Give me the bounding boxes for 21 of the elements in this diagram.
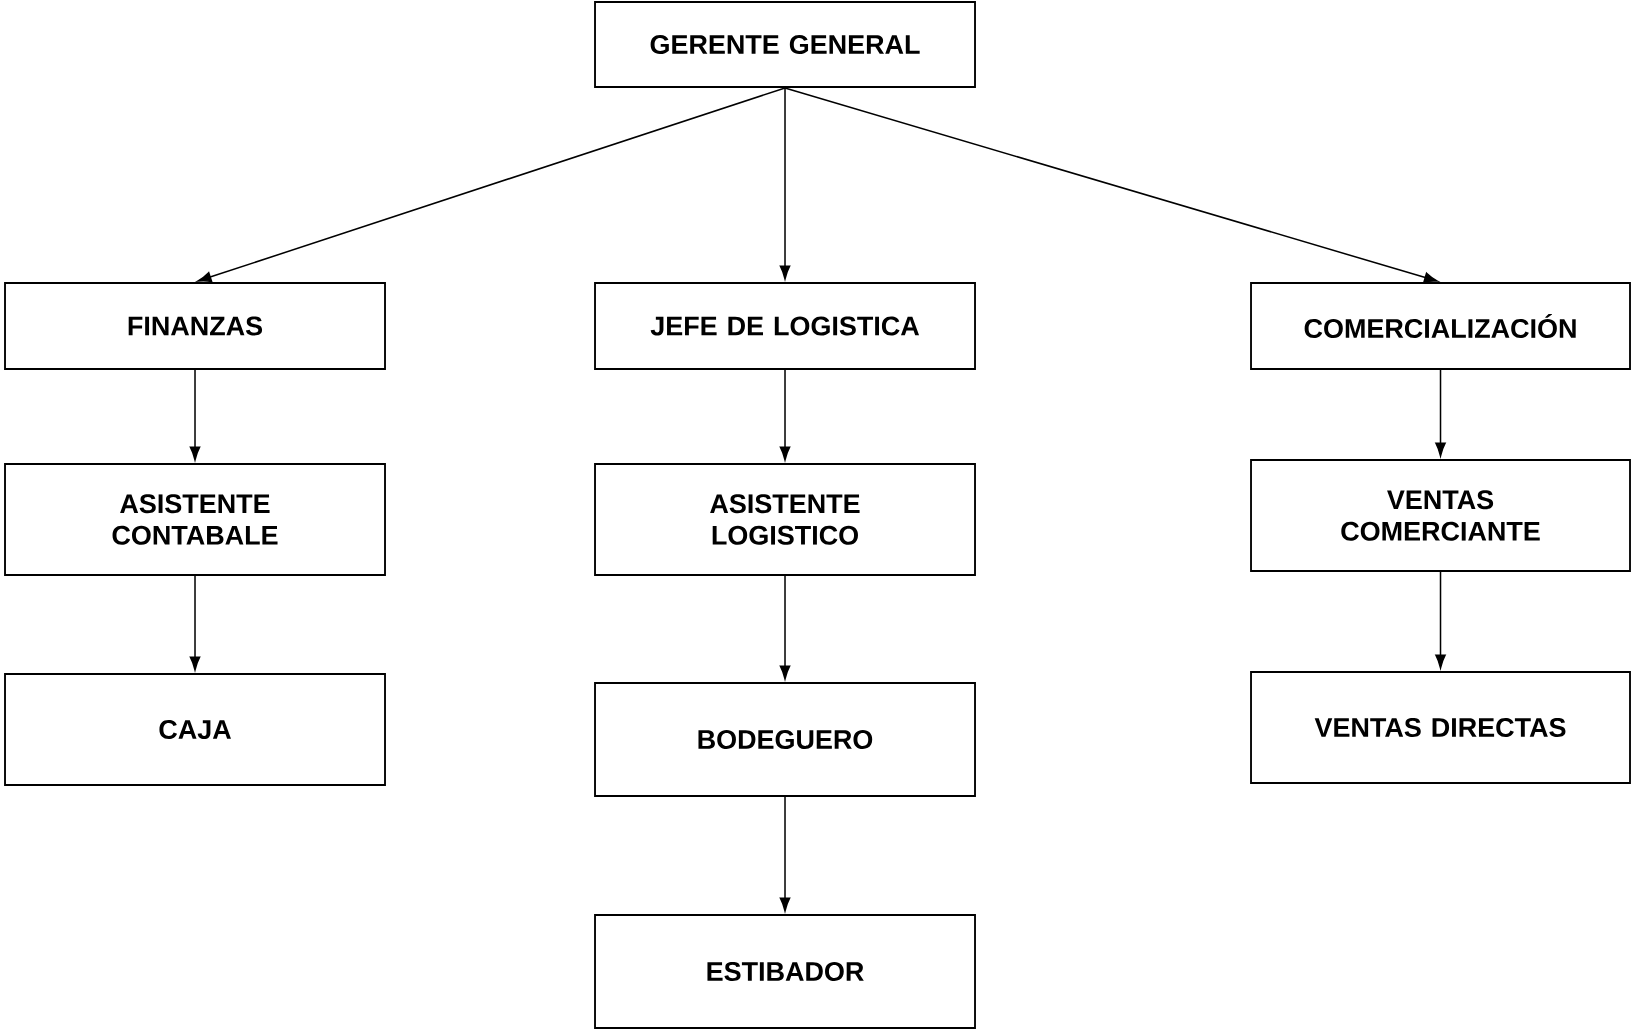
arrow <box>779 796 791 912</box>
org-box: JEFE DE LOGISTICA <box>594 282 976 370</box>
org-box: ASISTENTE CONTABALE <box>4 463 386 576</box>
arrow <box>1435 369 1446 457</box>
org-box: VENTAS COMERCIANTE <box>1250 459 1631 572</box>
org-box: ESTIBADOR <box>594 914 976 1029</box>
arrow <box>1435 571 1446 669</box>
org-box: FINANZAS <box>4 282 386 370</box>
arrow <box>779 87 791 280</box>
org-box: ASISTENTE LOGISTICO <box>594 463 976 576</box>
arrow <box>784 87 1439 283</box>
arrow <box>779 575 791 680</box>
arrow <box>779 369 791 461</box>
org-box: CAJA <box>4 673 386 786</box>
org-box: VENTAS DIRECTAS <box>1250 671 1631 784</box>
arrow <box>189 575 201 671</box>
org-box: GERENTE GENERAL <box>594 1 976 88</box>
org-box: COMERCIALIZACIÓN <box>1250 282 1631 370</box>
arrow <box>197 87 786 283</box>
org-box: BODEGUERO <box>594 682 976 797</box>
arrow <box>189 369 201 461</box>
